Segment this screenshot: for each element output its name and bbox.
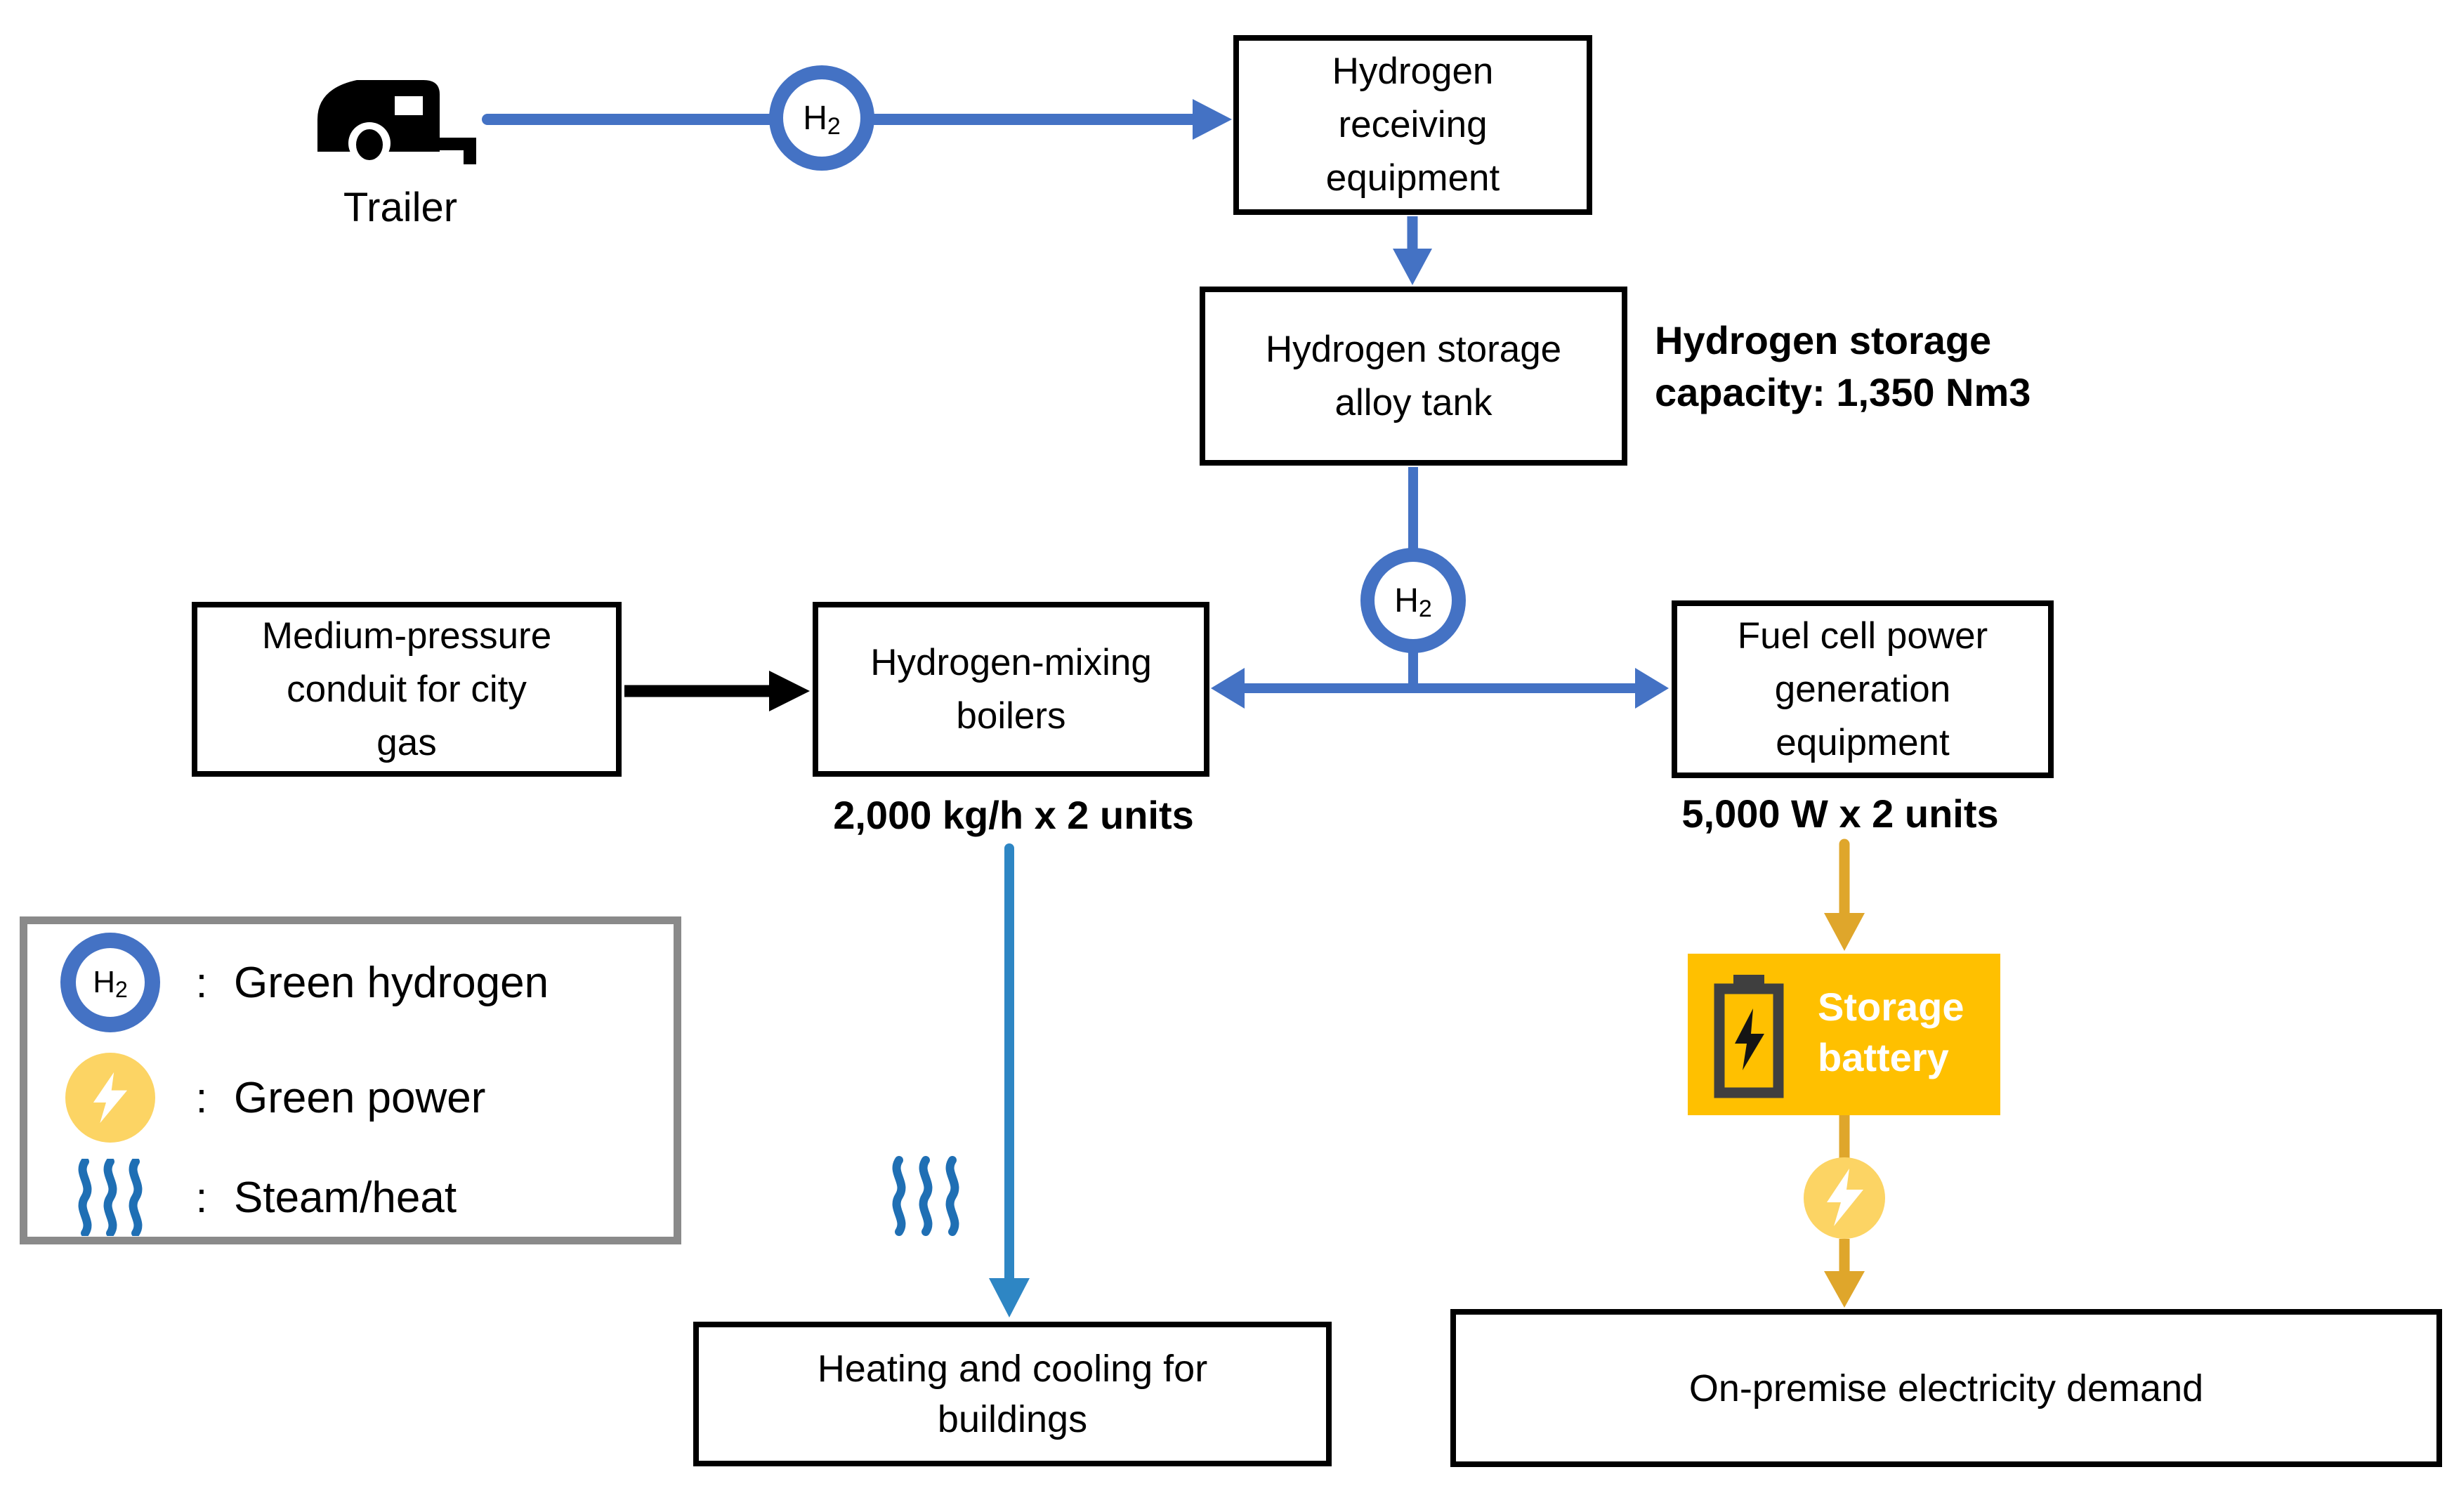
node-line: Heating and cooling for	[817, 1348, 1208, 1390]
note-line: capacity: 1,350 Nm3	[1655, 370, 2031, 414]
steam-icon	[78, 1159, 143, 1236]
node-line: Hydrogen storage	[1265, 328, 1562, 370]
arrowhead-fuelcell-to-battery	[1824, 913, 1865, 951]
lightning-bolt-glyph	[93, 1072, 128, 1124]
lightning-icon	[65, 1053, 155, 1143]
node-line: equipment	[1325, 157, 1500, 199]
trailer-label: Trailer	[343, 185, 458, 230]
storage-battery-label: Storage battery	[1818, 982, 1964, 1083]
node-line: conduit for city	[287, 668, 527, 710]
legend-label: Green power	[234, 1073, 486, 1122]
h2-symbol: H	[93, 965, 115, 999]
node-on-premise-electricity-demand: On-premise electricity demand	[1450, 1309, 2442, 1467]
node-fuel-cell-power-generation: Fuel cell power generation equipment	[1672, 600, 2054, 778]
node-line: Storage	[1818, 985, 1964, 1029]
node-hydrogen-storage-alloy-tank: Hydrogen storage alloy tank	[1200, 287, 1627, 466]
legend-separator: :	[195, 959, 208, 1006]
node-line: receiving	[1338, 104, 1488, 145]
lightning-bolt-glyph	[1827, 1169, 1863, 1226]
node-line: equipment	[1776, 721, 1950, 763]
node-line: On-premise electricity demand	[1688, 1367, 2204, 1409]
steam-icon	[892, 1156, 959, 1236]
h2-symbol: H	[803, 99, 827, 137]
node-heating-cooling-buildings: Heating and cooling for buildings	[693, 1322, 1332, 1466]
legend-separator: :	[195, 1074, 208, 1122]
arrowhead-boilers-to-heating	[989, 1278, 1030, 1317]
node-line: boilers	[956, 695, 1066, 737]
node-line: generation	[1774, 668, 1951, 710]
node-storage-battery: Storage battery	[1688, 954, 2000, 1115]
arrowhead-to-boilers	[1211, 668, 1245, 709]
h2-subscript: 2	[114, 976, 128, 1002]
node-line: Hydrogen	[1332, 51, 1494, 92]
node-line: alloy tank	[1334, 381, 1493, 423]
arrowhead-power-to-demand	[1824, 1271, 1865, 1308]
h2-subscript: 2	[1418, 595, 1432, 622]
node-line: gas	[376, 721, 437, 763]
legend-separator: :	[195, 1174, 208, 1221]
legend-icon-cell	[40, 1053, 181, 1143]
node-line: Medium-pressure	[261, 614, 552, 657]
arrowhead-trailer-to-receiving	[1193, 99, 1232, 140]
node-hydrogen-mixing-boilers: Hydrogen-mixing boilers	[813, 602, 1209, 777]
arrowhead-conduit-to-boilers	[769, 671, 810, 711]
h2-symbol: H	[1394, 581, 1419, 619]
node-hydrogen-receiving-equipment: Hydrogen receiving equipment	[1233, 35, 1592, 215]
arrowhead-receiving-to-tank	[1393, 249, 1432, 285]
legend-label: Steam/heat	[234, 1173, 457, 1222]
node-line: Fuel cell power	[1737, 614, 1988, 657]
legend-icon-cell	[40, 1159, 181, 1236]
node-medium-pressure-conduit: Medium-pressure conduit for city gas	[192, 602, 622, 777]
battery-icon	[1714, 975, 1784, 1098]
tank-capacity-note: Hydrogen storage capacity: 1,350 Nm3	[1655, 315, 2160, 419]
legend-label: Green hydrogen	[234, 958, 549, 1007]
node-line: Hydrogen-mixing	[870, 641, 1152, 683]
legend-item-green-power: : Green power	[27, 1045, 674, 1150]
legend-item-steam-heat: : Steam/heat	[27, 1145, 674, 1250]
h2-subscript: 2	[827, 112, 841, 140]
trailer-icon	[317, 80, 476, 164]
fuel-cell-spec: 5,000 W x 2 units	[1681, 791, 1999, 836]
boilers-spec: 2,000 kg/h x 2 units	[833, 793, 1194, 837]
note-line: Hydrogen storage	[1655, 318, 1992, 362]
node-line: buildings	[937, 1398, 1088, 1440]
node-line: battery	[1818, 1035, 1949, 1079]
arrowhead-to-fuel-cell	[1635, 668, 1669, 709]
